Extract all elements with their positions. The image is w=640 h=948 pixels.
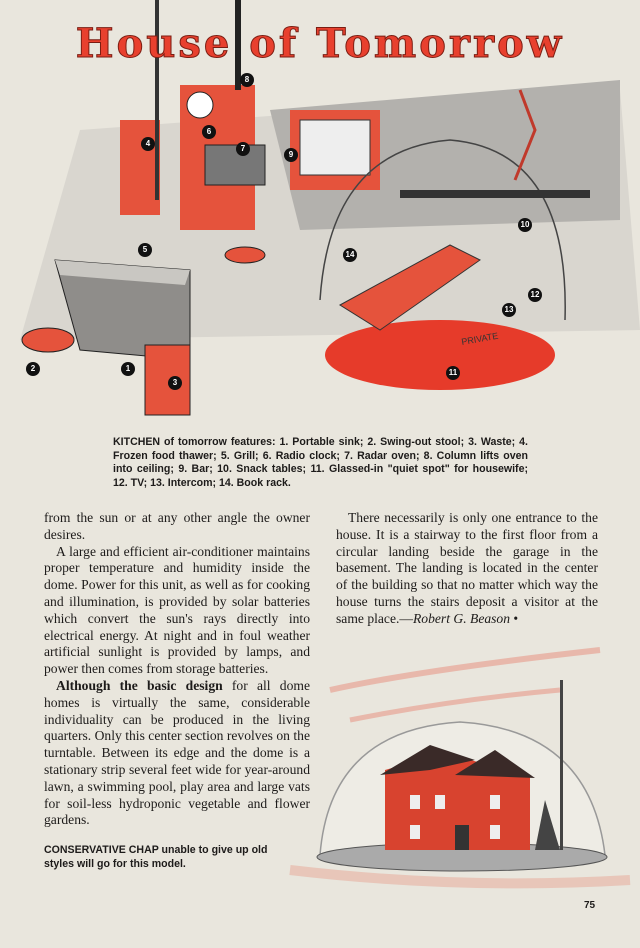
marker-4: 4 <box>141 137 155 151</box>
kitchen-illustration: PRIVATE <box>20 0 640 416</box>
marker-10: 10 <box>518 218 532 232</box>
marker-14: 14 <box>343 248 357 262</box>
paragraph: A large and efficient air-conditioner ma… <box>44 543 310 677</box>
paragraph: There necessarily is only one entrance t… <box>336 510 598 628</box>
paragraph-text: for all dome homes is virtually the same… <box>44 677 310 828</box>
conservative-caption: CONSERVATIVE CHAP unable to give up old … <box>44 843 284 871</box>
marker-2: 2 <box>26 362 40 376</box>
caption-text: unable to give up old styles will go for… <box>44 844 268 871</box>
marker-12: 12 <box>528 288 542 302</box>
marker-1: 1 <box>121 362 135 376</box>
marker-9: 9 <box>284 148 298 162</box>
paragraph: Although the basic design for all dome h… <box>44 678 310 829</box>
paragraph: from the sun or at any other angle the o… <box>44 510 310 542</box>
marker-13: 13 <box>502 303 516 317</box>
marker-8: 8 <box>240 73 254 87</box>
author-signature: Robert G. Beason <box>413 610 511 626</box>
right-column: There necessarily is only one entrance t… <box>336 510 598 628</box>
caption-text: of tomorrow features: 1. Portable sink; … <box>113 436 528 489</box>
marker-5: 5 <box>138 243 152 257</box>
end-mark: • <box>510 610 519 626</box>
marker-3: 3 <box>168 376 182 390</box>
caption-lead: CONSERVATIVE CHAP <box>44 844 159 857</box>
left-column: from the sun or at any other angle the o… <box>44 510 310 871</box>
page-title: House of Tomorrow <box>75 20 565 67</box>
paragraph-lead: Although the basic design <box>56 677 223 693</box>
marker-7: 7 <box>236 142 250 156</box>
marker-6: 6 <box>202 125 216 139</box>
marker-11: 11 <box>446 366 460 380</box>
page-number: 75 <box>584 900 596 911</box>
paragraph-text: There necessarily is only one entrance t… <box>336 510 598 626</box>
caption-lead: KITCHEN <box>113 436 161 448</box>
kitchen-caption: KITCHEN of tomorrow features: 1. Portabl… <box>113 436 528 490</box>
